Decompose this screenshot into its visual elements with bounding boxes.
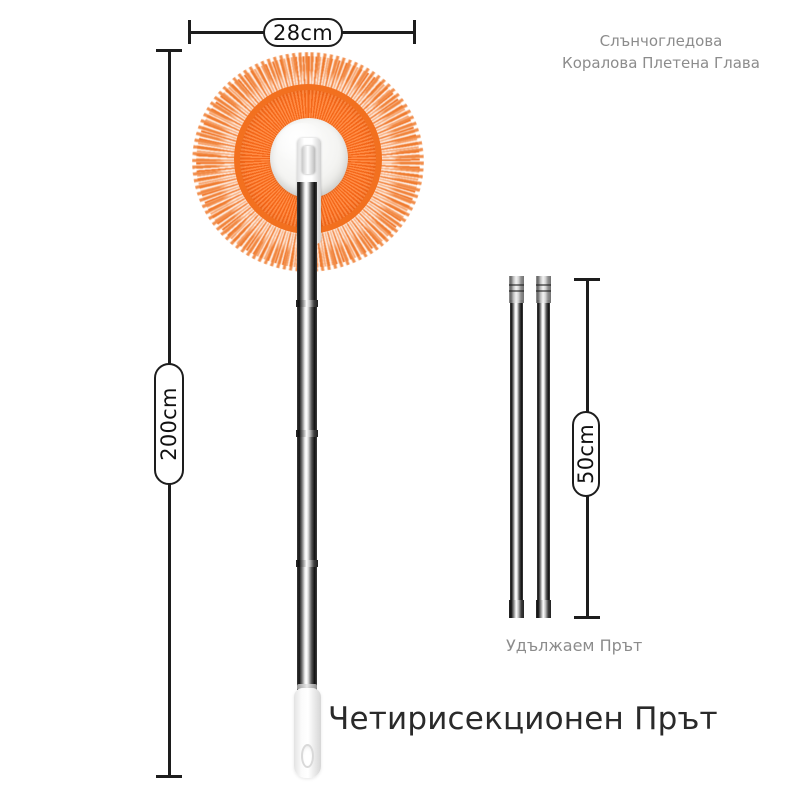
extension-rod-2-ferrule (536, 600, 551, 618)
width-dimension-label: 28cm (263, 18, 343, 47)
width-dimension-tick-left (188, 20, 191, 44)
extension-rod-2-collar (536, 276, 551, 303)
height-dimension-tick-bottom (156, 775, 182, 778)
height-dimension-value: 200cm (157, 387, 181, 461)
extension-rod-1-shaft (510, 300, 523, 610)
extension-rod-1-collar-line-b (509, 290, 524, 292)
extension-rod-2-shaft (537, 300, 550, 610)
extension-rod-1-ferrule (509, 600, 524, 618)
extension-rod-1-collar (509, 276, 524, 303)
main-pole-joint-middle (296, 430, 318, 437)
main-pole-hang-hole (301, 744, 314, 768)
extension-dimension-label: 50cm (572, 411, 600, 497)
main-pole-grip (294, 688, 321, 778)
mop-head (192, 52, 424, 272)
width-dimension-tick-right (413, 20, 416, 44)
extension-dimension-tick-top (574, 278, 600, 281)
height-dimension-label: 200cm (154, 363, 184, 485)
main-rod-caption: Четирисекционен Прът (328, 701, 718, 737)
extension-rod-2-collar-line-b (536, 290, 551, 292)
extension-rod-1-collar-line-a (509, 284, 524, 286)
height-dimension-tick-top (156, 49, 182, 52)
extension-dimension-tick-bottom (574, 616, 600, 619)
main-pole-joint-lower (296, 560, 318, 567)
extension-rod-caption: Удължаем Прът (506, 636, 643, 655)
mop-head-caption: Слънчогледова Коралова Плетена Глава (562, 32, 760, 72)
width-dimension-value: 28cm (273, 20, 333, 45)
extension-dimension-value: 50cm (574, 424, 598, 484)
main-pole-joint-upper (296, 300, 318, 307)
swivel-joint-clip (302, 146, 315, 174)
extension-rod-2-collar-line-a (536, 284, 551, 286)
main-pole-grip-cap (297, 684, 317, 690)
